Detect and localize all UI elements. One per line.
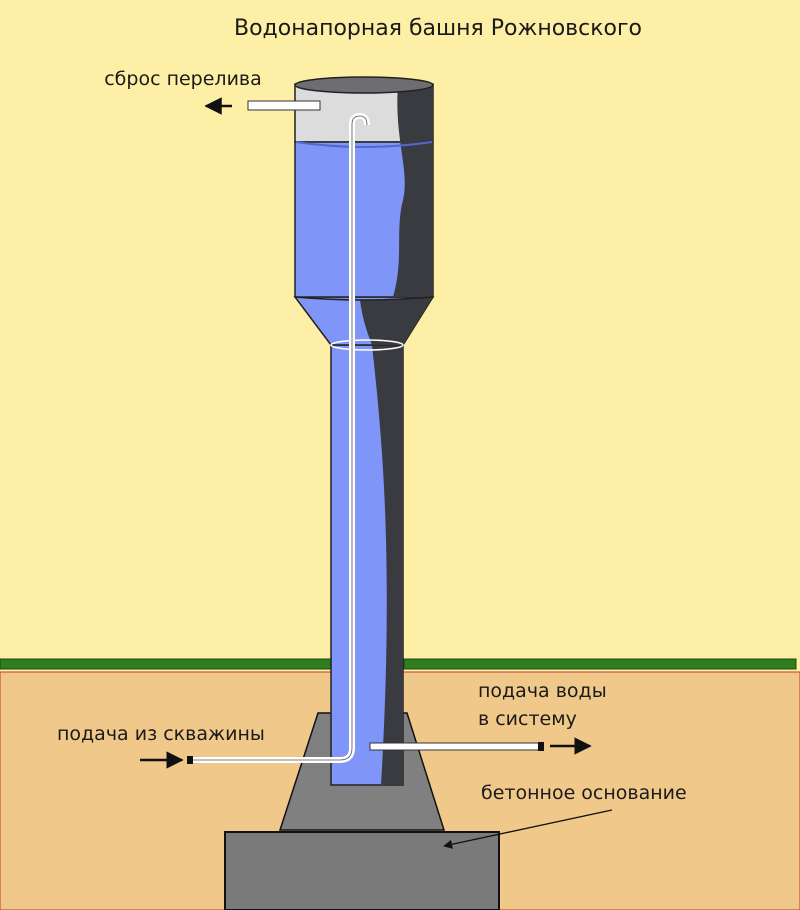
tank-shadow <box>393 84 433 297</box>
system-supply-pipe <box>369 742 541 751</box>
foundation-pointer-arrow <box>443 809 613 849</box>
label-overflow: сброс перелива <box>104 68 262 90</box>
water-surface <box>295 141 433 148</box>
label-supply-system-2: в систему <box>478 708 577 730</box>
well-inlet-cap <box>187 756 193 764</box>
riser-pipe-outline <box>190 115 368 761</box>
label-supply-system-1: подача воды <box>478 680 607 702</box>
concrete-base-slab <box>224 831 500 910</box>
overflow-pipe <box>247 100 321 111</box>
cone-neck-edge <box>330 339 404 351</box>
column-shadow <box>372 345 403 785</box>
system-outlet-cap <box>538 742 544 751</box>
tank-roof <box>294 76 434 94</box>
ground-line-left <box>0 658 333 670</box>
diagram-title: Водонапорная башня Рожновского <box>234 16 642 41</box>
label-supply-well: подача из скважины <box>57 723 265 745</box>
ground-line-right <box>403 658 797 670</box>
tank-cone-shadow <box>360 297 433 345</box>
label-foundation: бетонное основание <box>481 782 687 804</box>
tank-bottom-rim <box>294 296 434 301</box>
